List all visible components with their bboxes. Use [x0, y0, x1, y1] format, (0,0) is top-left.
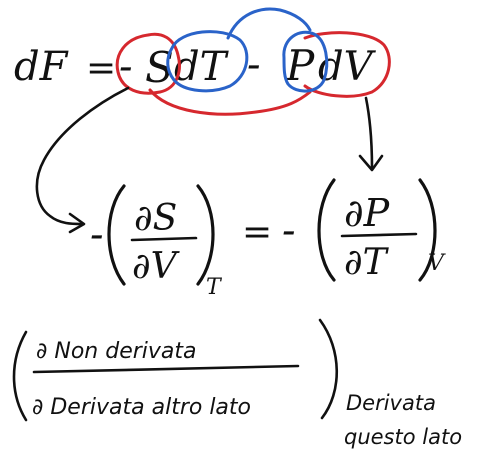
left-numerator: ∂S: [134, 198, 177, 239]
right-numerator: ∂P: [344, 191, 391, 235]
minus-sign-2: -: [247, 42, 261, 88]
left-curved-arrow: [35, 86, 130, 226]
right-open-paren: [317, 178, 336, 282]
left-denominator: ∂V: [132, 246, 181, 287]
rule-note: ∂ Non derivata ∂ Derivata altro lato Der…: [12, 318, 462, 449]
minus-sign-1: -: [119, 44, 133, 90]
blue-grouping-loops: [166, 7, 329, 93]
right-arrowhead: [358, 154, 384, 172]
note-numerator: ∂ Non derivata: [36, 339, 197, 364]
blue-loop-P: [282, 30, 329, 93]
equals-sign: =: [86, 48, 116, 89]
note-fraction-bar: [32, 364, 300, 374]
note-side-line1: Derivata: [346, 391, 436, 415]
left-subscript: T: [206, 275, 223, 300]
red-loop-P-dV: [303, 31, 391, 98]
middle-equals: =: [242, 212, 272, 253]
note-left-paren: [12, 330, 28, 422]
blue-loop-dT: [166, 30, 249, 93]
left-minus: -: [90, 212, 104, 258]
red-grouping-loops: [115, 31, 391, 116]
note-side-line2: questo lato: [344, 425, 462, 449]
right-close-paren: [418, 178, 437, 282]
note-denominator: ∂ Derivata altro lato: [32, 395, 251, 420]
left-close-paren: [196, 184, 215, 286]
term-dT: dT: [174, 44, 230, 90]
right-subscript: V: [428, 251, 446, 276]
lhs-dF: dF: [14, 44, 69, 90]
red-loop-minus-S: [115, 32, 181, 95]
right-minus: -: [282, 208, 296, 254]
right-fraction-bar: [340, 232, 418, 238]
term-P: P: [285, 41, 315, 90]
maxwell-relation: - ∂S ∂V T = - ∂P ∂T V: [90, 178, 446, 300]
arrows: [35, 86, 384, 234]
right-straight-arrow: [364, 96, 374, 170]
left-arrowhead: [68, 212, 86, 234]
left-open-paren: [107, 184, 126, 286]
right-denominator: ∂T: [344, 242, 390, 283]
left-fraction-bar: [130, 236, 198, 242]
red-connector-arc: [148, 88, 312, 116]
note-right-paren: [318, 318, 338, 420]
blue-connector-arc: [226, 7, 312, 40]
